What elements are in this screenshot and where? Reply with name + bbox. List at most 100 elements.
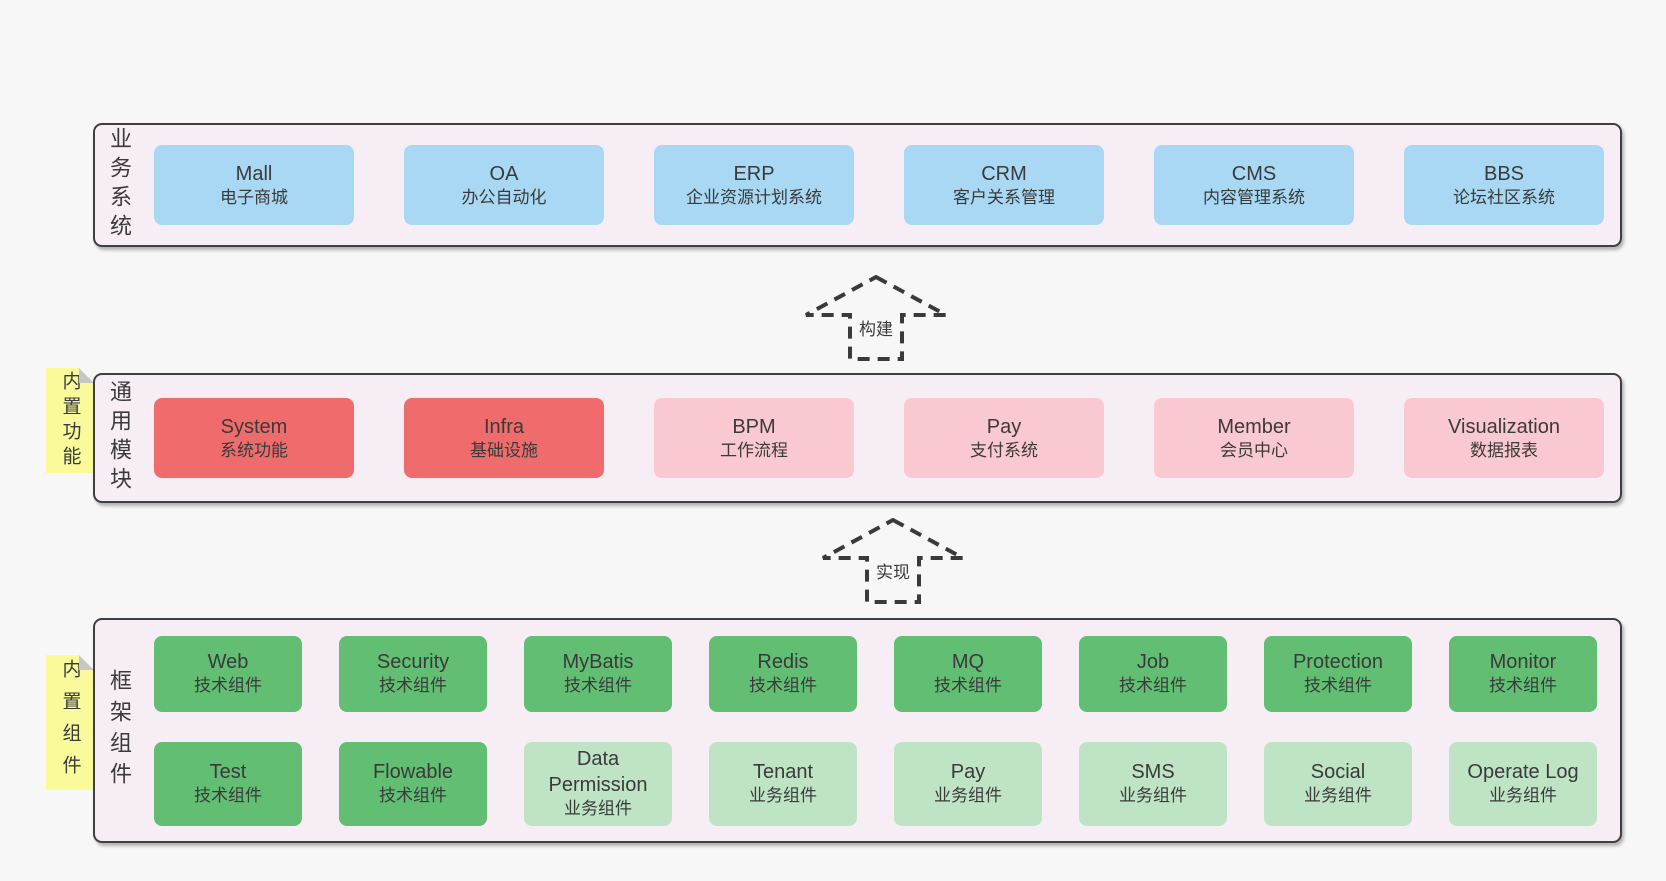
box-subtitle: 业务组件 bbox=[1489, 786, 1557, 806]
box-oa: OA 办公自动化 bbox=[404, 145, 604, 225]
band-label-business-systems: 业务系统 bbox=[107, 127, 132, 243]
box-title: Protection bbox=[1292, 651, 1384, 674]
band-common-modules: 通用模块 System 系统功能 Infra 基础设施 BPM 工作流程 Pay… bbox=[93, 373, 1622, 503]
box-title: SMS bbox=[1131, 761, 1175, 784]
box-infra: Infra 基础设施 bbox=[404, 398, 604, 478]
box-subtitle: 工作流程 bbox=[720, 440, 788, 460]
box-member: Member 会员中心 bbox=[1154, 398, 1354, 478]
sticky-note-label: 内置功能 bbox=[59, 370, 81, 471]
box-title: Pay bbox=[950, 761, 986, 784]
box-erp: ERP 企业资源计划系统 bbox=[654, 145, 854, 225]
box-redis: Redis 技术组件 bbox=[709, 635, 857, 712]
box-subtitle: 技术组件 bbox=[379, 676, 447, 696]
box-subtitle: 业务组件 bbox=[1119, 786, 1187, 806]
box-subtitle: 业务组件 bbox=[749, 786, 817, 806]
band-content-framework-components: Web 技术组件 Security 技术组件 MyBatis 技术组件 Redi… bbox=[143, 620, 1620, 841]
band-row: Mall 电子商城 OA 办公自动化 ERP 企业资源计划系统 CRM 客户关系… bbox=[154, 145, 1606, 225]
box-subtitle: 业务组件 bbox=[564, 799, 632, 819]
band-row: System 系统功能 Infra 基础设施 BPM 工作流程 Pay 支付系统… bbox=[154, 398, 1606, 478]
box-title: Infra bbox=[483, 415, 525, 438]
dashed-up-arrow-icon bbox=[822, 518, 964, 604]
box-subtitle: 技术组件 bbox=[1119, 676, 1187, 696]
box-title: Operate Log bbox=[1467, 761, 1579, 784]
box-title: Data Permission bbox=[548, 748, 648, 797]
box-subtitle: 技术组件 bbox=[379, 786, 447, 806]
box-pay-module: Pay 支付系统 bbox=[904, 398, 1104, 478]
band-row-tech-components: Web 技术组件 Security 技术组件 MyBatis 技术组件 Redi… bbox=[154, 635, 1606, 712]
band-label-common-modules: 通用模块 bbox=[107, 380, 132, 496]
band-label-framework-components: 框架组件 bbox=[107, 668, 132, 793]
box-title: MyBatis bbox=[562, 651, 634, 674]
box-subtitle: 系统功能 bbox=[220, 440, 288, 460]
sticky-note-builtin-components: 内置组件 bbox=[46, 655, 94, 790]
box-protection: Protection 技术组件 bbox=[1264, 635, 1412, 712]
box-subtitle: 办公自动化 bbox=[461, 187, 547, 207]
box-subtitle: 会员中心 bbox=[1220, 440, 1288, 460]
box-operate-log: Operate Log 业务组件 bbox=[1449, 741, 1597, 826]
band-content-business-systems: Mall 电子商城 OA 办公自动化 ERP 企业资源计划系统 CRM 客户关系… bbox=[143, 125, 1620, 245]
box-job: Job 技术组件 bbox=[1079, 635, 1227, 712]
box-title: Test bbox=[209, 761, 247, 784]
box-subtitle: 技术组件 bbox=[749, 676, 817, 696]
box-title: Tenant bbox=[752, 761, 814, 784]
box-title: CMS bbox=[1231, 162, 1277, 185]
box-title: Redis bbox=[757, 651, 809, 674]
box-test: Test 技术组件 bbox=[154, 741, 302, 826]
box-visualization: Visualization 数据报表 bbox=[1404, 398, 1604, 478]
box-social: Social 业务组件 bbox=[1264, 741, 1412, 826]
box-subtitle: 数据报表 bbox=[1470, 440, 1538, 460]
box-bpm: BPM 工作流程 bbox=[654, 398, 854, 478]
box-title: Flowable bbox=[372, 761, 454, 784]
box-sms: SMS 业务组件 bbox=[1079, 741, 1227, 826]
box-subtitle: 业务组件 bbox=[934, 786, 1002, 806]
box-mybatis: MyBatis 技术组件 bbox=[524, 635, 672, 712]
arrow-label-implement: 实现 bbox=[874, 558, 912, 583]
box-subtitle: 支付系统 bbox=[970, 440, 1038, 460]
box-subtitle: 技术组件 bbox=[194, 786, 262, 806]
band-business-systems: 业务系统 Mall 电子商城 OA 办公自动化 ERP 企业资源计划系统 CRM… bbox=[93, 123, 1622, 247]
sticky-note-builtin-features: 内置功能 bbox=[46, 368, 94, 473]
box-title: Job bbox=[1136, 651, 1170, 674]
box-title: MQ bbox=[951, 651, 985, 674]
box-title: Security bbox=[376, 651, 450, 674]
box-subtitle: 技术组件 bbox=[194, 676, 262, 696]
box-subtitle: 电子商城 bbox=[220, 187, 288, 207]
box-crm: CRM 客户关系管理 bbox=[904, 145, 1104, 225]
box-subtitle: 客户关系管理 bbox=[953, 187, 1055, 207]
box-title: OA bbox=[489, 162, 519, 185]
box-title: Web bbox=[207, 651, 249, 674]
arrow-implement: 实现 bbox=[820, 518, 966, 604]
box-subtitle: 内容管理系统 bbox=[1203, 187, 1305, 207]
box-title: Visualization bbox=[1448, 415, 1560, 438]
box-title: System bbox=[220, 415, 288, 438]
box-subtitle: 业务组件 bbox=[1304, 786, 1372, 806]
box-subtitle: 论坛社区系统 bbox=[1453, 187, 1555, 207]
box-flowable: Flowable 技术组件 bbox=[339, 741, 487, 826]
box-title: BBS bbox=[1483, 162, 1525, 185]
box-subtitle: 企业资源计划系统 bbox=[686, 187, 822, 207]
box-data-permission: Data Permission 业务组件 bbox=[524, 741, 672, 826]
box-title: ERP bbox=[733, 162, 775, 185]
box-tenant: Tenant 业务组件 bbox=[709, 741, 857, 826]
box-mq: MQ 技术组件 bbox=[894, 635, 1042, 712]
box-pay-component: Pay 业务组件 bbox=[894, 741, 1042, 826]
box-title: BPM bbox=[732, 415, 776, 438]
box-security: Security 技术组件 bbox=[339, 635, 487, 712]
box-title: Mall bbox=[235, 162, 273, 185]
box-system: System 系统功能 bbox=[154, 398, 354, 478]
box-subtitle: 技术组件 bbox=[564, 676, 632, 696]
box-subtitle: 基础设施 bbox=[470, 440, 538, 460]
box-subtitle: 技术组件 bbox=[1304, 676, 1372, 696]
box-subtitle: 技术组件 bbox=[1489, 676, 1557, 696]
box-title: Pay bbox=[986, 415, 1022, 438]
box-mall: Mall 电子商城 bbox=[154, 145, 354, 225]
sticky-note-label: 内置组件 bbox=[59, 658, 81, 787]
box-bbs: BBS 论坛社区系统 bbox=[1404, 145, 1604, 225]
band-row-biz-components: Test 技术组件 Flowable 技术组件 Data Permission … bbox=[154, 741, 1606, 826]
box-title: Monitor bbox=[1489, 651, 1557, 674]
box-title: Social bbox=[1310, 761, 1366, 784]
arrow-build: 构建 bbox=[803, 275, 949, 361]
box-cms: CMS 内容管理系统 bbox=[1154, 145, 1354, 225]
folded-corner-icon bbox=[79, 368, 94, 383]
